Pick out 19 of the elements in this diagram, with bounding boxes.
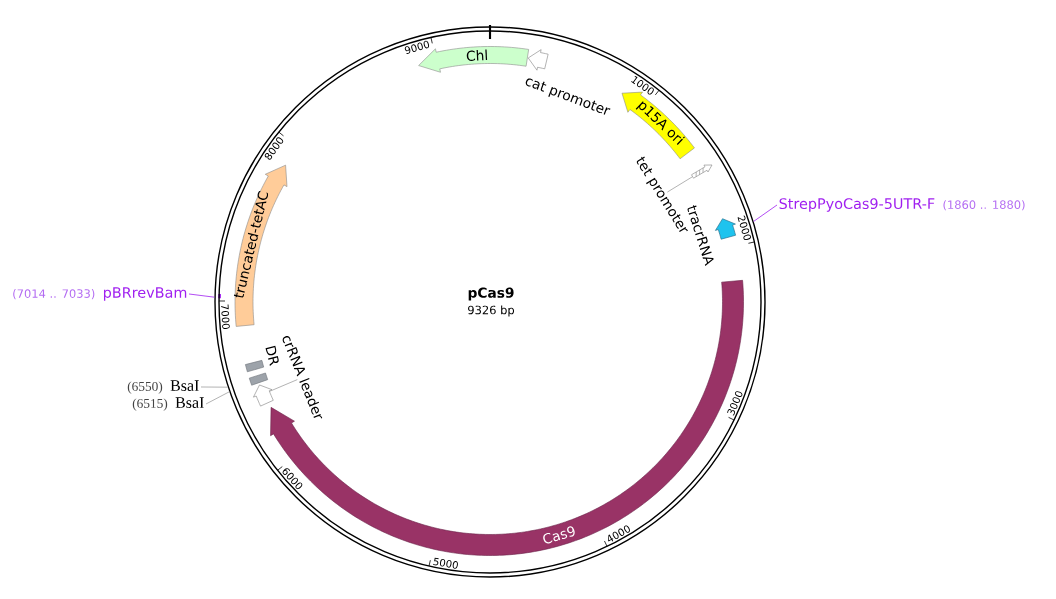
plasmid-name: pCas9 (468, 287, 514, 301)
plasmid-size: 9326 bp (468, 305, 515, 317)
restriction-site-label: (6515) BsaI (132, 397, 204, 411)
leader-line (269, 379, 298, 392)
leader-line (188, 293, 215, 298)
tick-label: 2000 (737, 215, 751, 241)
leader-line (667, 176, 693, 193)
tick-label: 7000 (221, 304, 230, 329)
leader-line (200, 386, 229, 388)
restriction-site-label: (6550) BsaI (127, 380, 199, 394)
feature-block (253, 384, 274, 407)
tick-label: 4000 (608, 525, 630, 542)
leader-line (753, 204, 778, 222)
feature-label: crRNA leader (282, 336, 323, 419)
feature-block (691, 164, 713, 179)
primer-label: StrepPyoCas9-5UTR-F (1860 .. 1880) (779, 198, 1025, 212)
leader-line (205, 391, 230, 405)
tick-label: 3000 (727, 391, 743, 416)
primer-label: (7014 .. 7033) pBRrevBam (13, 287, 187, 301)
